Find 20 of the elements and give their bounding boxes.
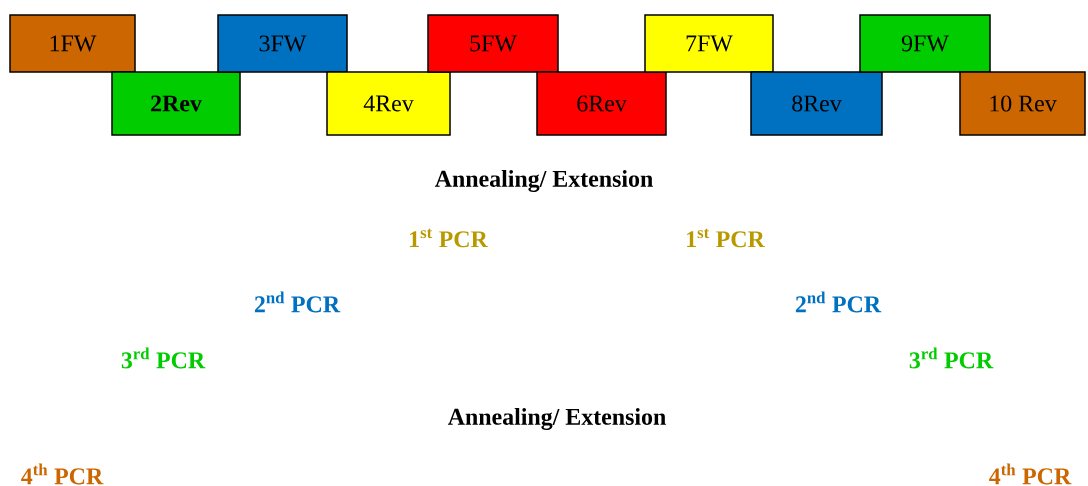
primer-box: 4Rev	[326, 71, 451, 136]
primer-box: 3FW	[217, 14, 348, 73]
primer-box: 7FW	[644, 14, 774, 73]
step-label: 3$^{rd}$ PCR	[909, 347, 994, 369]
step-label: 1$^{st}$ PCR	[687, 228, 766, 248]
primer-box: 10 Rev	[959, 71, 1086, 136]
step-label: Annealing/ Extension	[434, 170, 653, 192]
primer-box: 9FW	[859, 14, 991, 73]
primer-box: 2Rev	[111, 71, 241, 136]
primer-box: 8Rev	[750, 71, 883, 136]
step-label: 4$^{th}$ PCR	[989, 463, 1072, 485]
primer-box: 1FW	[9, 14, 136, 73]
step-label: 1$^{st}$ PCR	[410, 228, 489, 248]
step-label: 2$^{nd}$ PCR	[254, 291, 341, 313]
step-label: Annealing/ Extension	[447, 408, 666, 430]
primer-box: 5FW	[427, 14, 559, 73]
step-label: 3$^{rd}$ PCR	[121, 347, 206, 369]
primer-box: 6Rev	[536, 71, 667, 136]
step-label: 2$^{nd}$ PCR	[795, 291, 882, 313]
step-label: 4$^{th}$ PCR	[21, 463, 104, 485]
